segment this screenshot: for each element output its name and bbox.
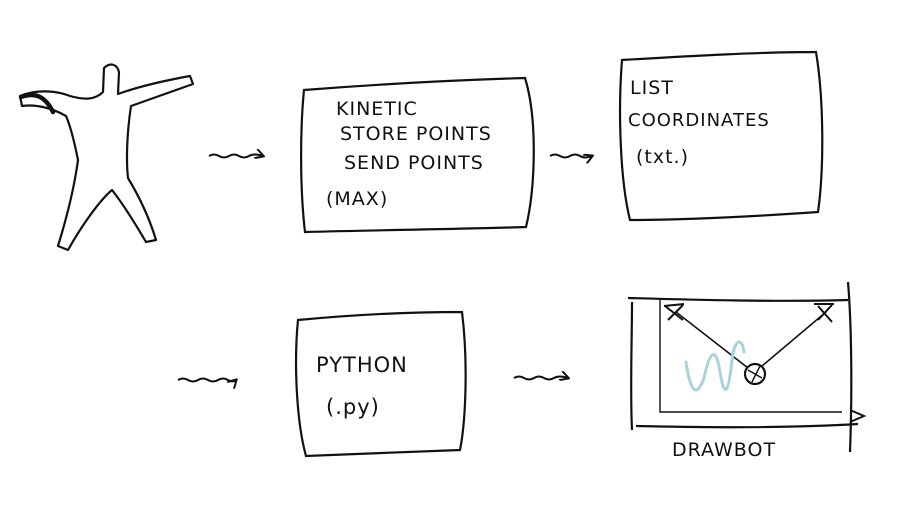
- python-line-2: (.py): [326, 395, 380, 419]
- list-line-3: (txt.): [636, 146, 689, 168]
- drawbot-output-arrow: [849, 409, 867, 423]
- human-figure-icon: [18, 63, 195, 252]
- drawbot-pen-icon: [743, 362, 767, 386]
- human-figure-shoulder-stroke: [18, 92, 56, 115]
- arrow-list-to-python: [177, 377, 236, 382]
- arrow-python-to-drawbot: [513, 377, 568, 380]
- kinetic-line-1: KINETIC: [336, 98, 418, 120]
- arrow-kinetic-to-list: [549, 153, 592, 158]
- drawbot-frame: [627, 281, 859, 453]
- drawbot-left-string: [675, 311, 749, 369]
- arrow-figure-to-kinetic: [208, 155, 263, 158]
- list-line-1: LIST: [630, 77, 674, 99]
- python-line-1: PYTHON: [316, 353, 408, 377]
- drawbot-label: DRAWBOT: [672, 439, 776, 461]
- drawbot-right-string: [761, 311, 827, 367]
- drawbot-pen-mark: [747, 365, 763, 383]
- list-line-2: COORDINATES: [628, 110, 770, 131]
- python-box: [294, 310, 467, 458]
- kinetic-box: [300, 76, 535, 234]
- list-coordinates-box: [618, 50, 824, 222]
- kinetic-line-2: STORE POINTS: [340, 123, 492, 145]
- drawbot-left-motor-icon: [663, 303, 685, 321]
- drawbot-frame-inner: [659, 300, 842, 413]
- kinetic-line-4: (MAX): [326, 188, 388, 210]
- kinetic-line-3: SEND POINTS: [344, 152, 484, 174]
- drawbot-drawing-icon: [684, 340, 746, 392]
